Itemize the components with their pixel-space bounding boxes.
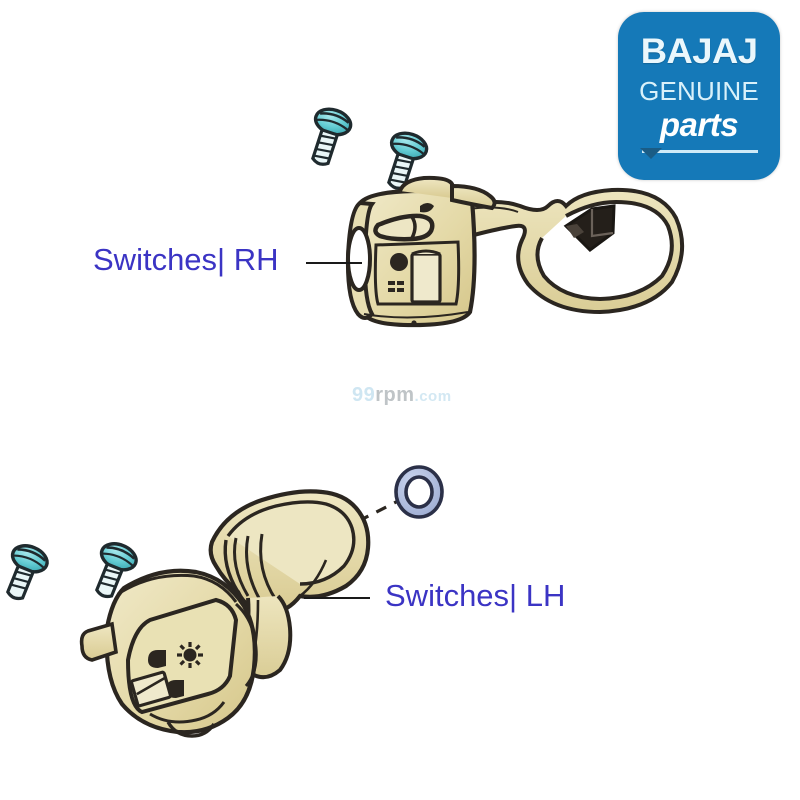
lh-assembly-art <box>6 465 444 738</box>
site-watermark: 99rpm.com <box>352 385 452 405</box>
callout-label-switches-rh: Switches| RH <box>93 242 279 277</box>
logo-bajaj-text: BAJAJ <box>640 32 758 71</box>
rh-wiring-harness-icon <box>438 187 685 315</box>
lh-screw-2-icon <box>95 542 138 599</box>
callout-label-switches-lh: Switches| LH <box>385 578 566 613</box>
horn-button-icon <box>148 650 166 668</box>
turn-signal-switch-icon <box>129 670 173 708</box>
watermark-part-a: 99 <box>352 384 376 406</box>
lh-rubber-grommet-icon <box>394 465 444 519</box>
rh-screw-2-icon <box>387 131 429 190</box>
watermark-part-b: rpm <box>375 384 415 406</box>
rh-harness-connector-icon <box>563 204 616 252</box>
logo-genuine-text: GENUINE <box>639 76 759 106</box>
lh-screw-1-icon <box>6 544 49 601</box>
headlamp-symbol-icon <box>177 642 203 668</box>
lh-cable-boot-icon <box>208 489 371 680</box>
bajaj-genuine-parts-logo: BAJAJ GENUINE parts <box>618 12 780 180</box>
lh-switch-housing-icon <box>79 568 258 738</box>
pass-button-icon <box>166 680 184 698</box>
watermark-part-c: .com <box>414 388 452 405</box>
grommet-locator-dashed-line <box>330 496 405 537</box>
leader-line-rh <box>306 262 362 264</box>
leader-line-lh <box>304 597 370 599</box>
rh-switch-housing-icon <box>345 175 497 328</box>
logo-underline <box>642 150 758 153</box>
logo-tick-marker-icon <box>640 148 662 159</box>
logo-parts-text: parts <box>659 106 739 143</box>
rh-screw-1-icon <box>311 107 353 166</box>
